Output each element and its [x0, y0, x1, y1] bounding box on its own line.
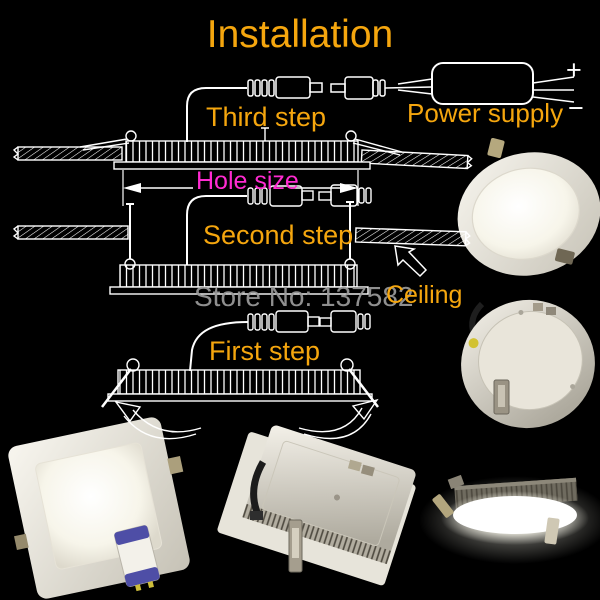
store-watermark: Store No: 137582 [194, 281, 414, 312]
spring-clip [345, 130, 357, 142]
panel-heatsink [117, 369, 361, 395]
yellow-sticker [468, 338, 479, 349]
minus-symbol: − [568, 93, 584, 123]
spring-clip [533, 303, 543, 311]
panel-face [107, 393, 373, 402]
dc-plug-male [247, 310, 320, 333]
dc-plug [250, 511, 263, 520]
spring-clip [346, 201, 354, 259]
power-supply-label: Power supply [407, 98, 564, 128]
spring-clip [360, 464, 375, 477]
dc-cable [186, 87, 247, 142]
panel-face [109, 286, 369, 295]
second-step-label: Second step [203, 220, 354, 250]
hole-size-label: Hole size [196, 167, 299, 195]
spring-clip [544, 517, 560, 545]
spring-clip [447, 474, 465, 490]
ceiling-arrow [394, 245, 428, 278]
dc-cable [189, 321, 249, 372]
ceiling-cross-section [17, 146, 123, 161]
page-title: Installation [206, 13, 394, 56]
photo-round-panel-side [419, 474, 600, 564]
spring-clip [167, 456, 184, 475]
ceiling-label: Ceiling [386, 281, 463, 309]
dc-plug-male [247, 76, 323, 99]
ceiling-cross-section [360, 149, 469, 170]
power-supply-drawing [397, 62, 575, 105]
photo-round-panel-front [457, 137, 600, 276]
first-step-label: First step [209, 336, 321, 366]
third-step-panel-drawing [12, 127, 473, 170]
spring-clip [340, 358, 354, 372]
spring-clip [125, 130, 137, 142]
plus-symbol: + [566, 55, 582, 85]
photo-square-panel-front [8, 417, 190, 599]
dc-plug-male [247, 185, 314, 207]
spring-clip [546, 307, 556, 315]
rotate-arrow-right [298, 398, 379, 440]
hole-size-dimension [122, 170, 359, 206]
led-driver [114, 525, 160, 592]
dc-cable [186, 195, 247, 265]
spring-clip [126, 358, 140, 372]
spring-clip [432, 494, 454, 518]
dc-plug-female [318, 184, 372, 207]
ceiling-cross-section [354, 227, 467, 247]
power-cable [250, 460, 267, 514]
output-wires [532, 76, 575, 103]
arrowhead-left [123, 183, 141, 193]
photo-square-panel-back [217, 425, 416, 586]
spring-clip [554, 248, 575, 265]
panel-heatsink [125, 140, 359, 163]
ceiling-cross-section [17, 225, 129, 240]
third-step-label: Third step [206, 102, 327, 132]
panel-face [113, 161, 371, 170]
rotate-arrow-left [114, 400, 202, 440]
spring-clip [14, 533, 29, 550]
photo-round-panel-back [461, 299, 595, 429]
second-step-drawing [12, 184, 471, 295]
first-step-drawing [101, 310, 379, 440]
spring-clip [347, 459, 362, 472]
dc-plug-female [319, 310, 371, 333]
spring-clip [487, 137, 505, 159]
dc-plug-female [330, 76, 433, 100]
spring-clip [126, 203, 134, 259]
third-step-cable-drawing [186, 62, 575, 142]
